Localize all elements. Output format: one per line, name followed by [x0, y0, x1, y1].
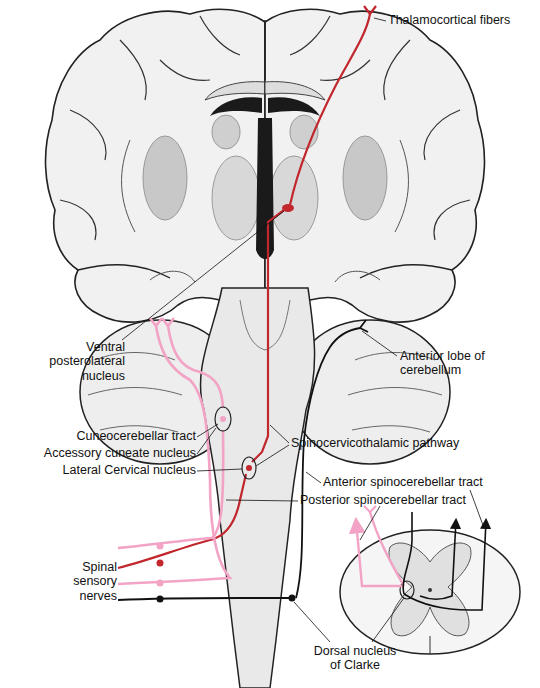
caudate-nucleus — [212, 115, 240, 149]
structure-label: Lateral Cervical nucleus — [10, 463, 196, 477]
accessory-cuneate-nucleus — [215, 407, 231, 431]
pons-outline — [240, 300, 290, 350]
structure-label: Spinocervicothalamic pathway — [291, 436, 491, 450]
clarke-nucleus-mark — [289, 595, 296, 602]
sulcus-line — [160, 60, 210, 80]
leader-line — [226, 500, 298, 501]
cerebrum-outline — [46, 9, 265, 322]
leader-line — [197, 469, 242, 471]
central-canal — [428, 588, 432, 592]
terminal-fork — [150, 318, 174, 326]
sulcus-line — [200, 16, 240, 55]
folia-line — [352, 426, 430, 432]
neuron-body — [246, 465, 252, 471]
lateral-ventricle — [210, 97, 262, 116]
sulcus-line — [70, 110, 106, 160]
sulcus-line — [120, 40, 146, 100]
gray-matter — [389, 543, 471, 636]
leader-line — [360, 506, 380, 540]
leader-line — [197, 424, 218, 437]
sulcus-line — [60, 200, 96, 240]
tract-line — [252, 210, 284, 462]
lentiform-nucleus — [143, 136, 187, 220]
structure-label: Anterior spinocerebellar tract — [323, 475, 523, 489]
ganglion-cell — [157, 560, 164, 567]
leader-line — [362, 331, 397, 356]
insula-line — [122, 140, 135, 232]
cerebral-hemisphere — [265, 9, 484, 322]
dorsal-root-inset — [403, 512, 412, 594]
lateral-cervical-nucleus — [242, 457, 256, 479]
structure-label: Cuneocerebellar tract — [10, 429, 196, 443]
leader-line — [256, 445, 289, 466]
hippocampus-line — [150, 271, 195, 282]
ganglion-cell — [157, 580, 164, 587]
structure-label: Spinal sensory nerves — [55, 560, 117, 603]
cerebral-hemisphere — [46, 9, 265, 322]
ganglion-cell — [157, 596, 164, 603]
uncrossed-fibre-inset — [420, 520, 456, 599]
neuron-body — [220, 416, 226, 422]
tract-line — [168, 326, 223, 408]
corpus-callosum — [205, 82, 265, 100]
tract-line — [118, 474, 246, 568]
brainstem-spinal-cord — [200, 288, 314, 688]
structure-label: Accessory cuneate nucleus — [10, 446, 196, 460]
structure-label: Posterior spinocerebellar tract — [300, 493, 500, 507]
terminal-fork — [360, 320, 368, 332]
thalamus — [212, 156, 260, 240]
leader-line — [306, 472, 321, 483]
leader-line — [122, 211, 284, 340]
anterior-median-fissure — [430, 636, 431, 654]
folia-line — [88, 388, 182, 396]
cord-outline — [340, 530, 520, 654]
spinal-cord-section — [340, 506, 520, 654]
leader-line — [372, 598, 404, 642]
ganglion-cell — [157, 543, 164, 550]
tract-line — [118, 598, 290, 600]
terminal-fork — [364, 6, 376, 14]
tract-line — [296, 328, 360, 598]
longitudinal-fissure — [264, 20, 265, 80]
third-ventricle — [256, 118, 274, 259]
leader-lines — [122, 18, 484, 642]
leader-line — [197, 428, 216, 454]
folia-line — [348, 388, 442, 396]
tract-line — [290, 14, 370, 205]
structure-label: Thalamocortical fibers — [388, 13, 533, 27]
posterior-spinocerebellar-inset — [356, 512, 404, 586]
leader-line — [374, 18, 386, 21]
leader-line — [294, 602, 330, 642]
anterior-spinocerebellar-inset — [404, 520, 486, 610]
leader-line — [470, 490, 484, 528]
structure-label: Anterior lobe of cerebellum — [400, 349, 500, 378]
structure-label: Ventral posterolateral nucleus — [25, 340, 125, 383]
leader-line — [270, 425, 289, 443]
structure-label: Dorsal nucleus of Clarke — [310, 644, 400, 673]
